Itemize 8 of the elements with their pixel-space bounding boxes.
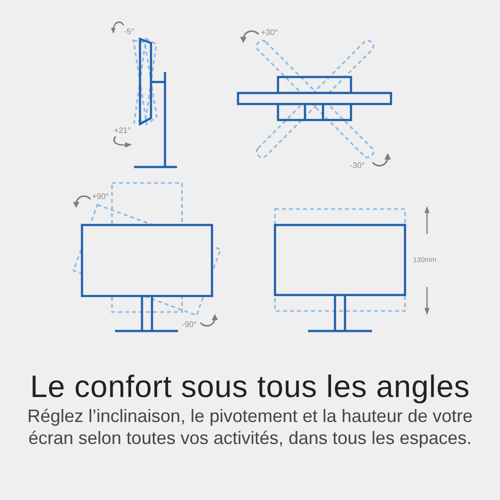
angle-label: +30° (261, 28, 278, 37)
caption-text: Réglez l’inclinaison, le pivotement et la hauteur de votre écran selon toutes vos activités, dans tous les espaces. (26, 405, 474, 449)
angle-label: -30° (350, 161, 365, 170)
angle-label: -5° (124, 27, 134, 36)
angle-label: -90° (182, 320, 197, 329)
angle-label: +90° (92, 192, 109, 201)
heading: Le confort sous tous les angles (29, 370, 471, 404)
angle-label: +21° (114, 126, 131, 135)
